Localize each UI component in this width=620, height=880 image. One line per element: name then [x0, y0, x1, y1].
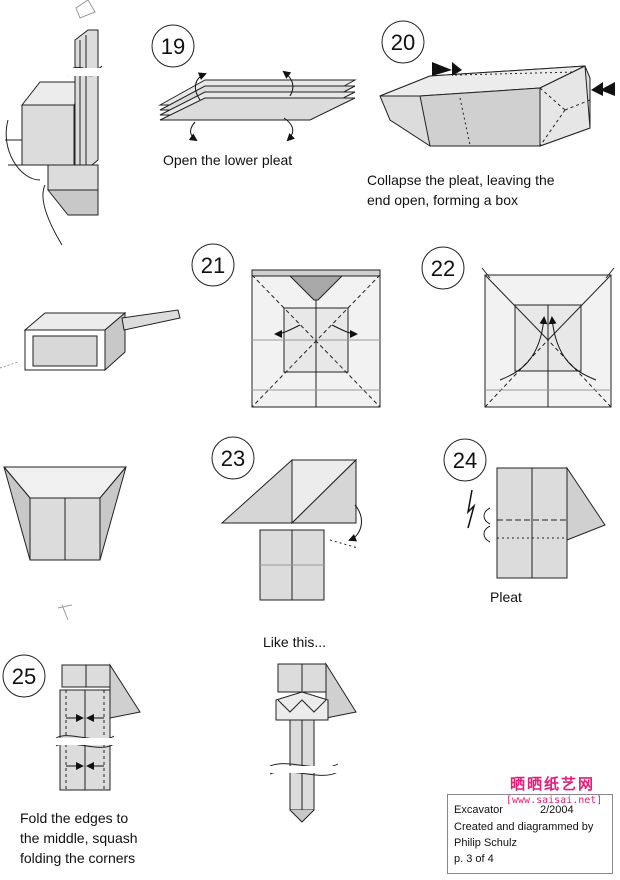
step-25-circle — [2, 654, 46, 698]
step-20-figure — [379, 62, 615, 147]
step-22-result — [2, 466, 128, 621]
step-20-result — [0, 309, 181, 372]
step-25-number: 25 — [12, 664, 36, 689]
step-19-number: 19 — [161, 34, 185, 59]
step-23-circle — [211, 436, 255, 480]
step-21-figure — [251, 269, 381, 408]
step-21-number: 21 — [201, 253, 225, 278]
step-19-figure — [158, 70, 357, 142]
info-model: Excavator — [454, 804, 503, 816]
like-this-caption: Like this... — [263, 634, 327, 650]
step-25: 25 — [2, 654, 141, 791]
info-credit: Created and diagrammed by — [454, 821, 594, 833]
step-25-figure — [54, 663, 141, 791]
step-24: 24 — [443, 438, 606, 579]
step-25-caption-line1: Fold the edges to — [20, 810, 129, 826]
like-this-figure — [268, 662, 357, 823]
step-24-number: 24 — [453, 448, 477, 473]
step-23: 23 — [211, 436, 362, 601]
step-20-caption-line1: Collapse the pleat, leaving the — [367, 172, 555, 188]
watermark-url: [www.saisai.net] — [506, 795, 603, 806]
step-19-circle — [151, 24, 195, 68]
step-22-number: 22 — [431, 256, 455, 281]
info-date: 2/2004 — [540, 804, 574, 816]
step-25-caption-line3: folding the corners — [20, 850, 136, 866]
step-20: 20 — [379, 20, 615, 147]
info-author: Philip Schulz — [454, 837, 517, 849]
step-23-number: 23 — [221, 446, 245, 471]
step-21: 21 — [191, 243, 381, 408]
step-20-number: 20 — [391, 30, 415, 55]
watermark-site-name: 晒晒纸艺网 — [510, 775, 596, 793]
step-24-circle — [443, 438, 487, 482]
step-20-caption-line2: end open, forming a box — [367, 192, 518, 208]
step-25-caption-line2: the middle, squash — [20, 830, 138, 846]
step-23-figure — [220, 458, 362, 601]
info-page: p. 3 of 4 — [454, 853, 494, 865]
step-21-circle — [191, 243, 235, 287]
step-20-circle — [381, 20, 425, 64]
step-24-caption: Pleat — [490, 589, 522, 605]
info-box: Excavator 2/2004 Created and diagrammed … — [447, 794, 613, 874]
step-22-circle — [421, 246, 465, 290]
step-18-figure — [5, 0, 103, 246]
step-19-caption: Open the lower pleat — [163, 152, 293, 168]
step-19: 19 — [151, 24, 357, 142]
step-22: 22 — [421, 246, 615, 408]
step-22-figure — [481, 267, 615, 408]
step-24-figure — [466, 466, 606, 579]
